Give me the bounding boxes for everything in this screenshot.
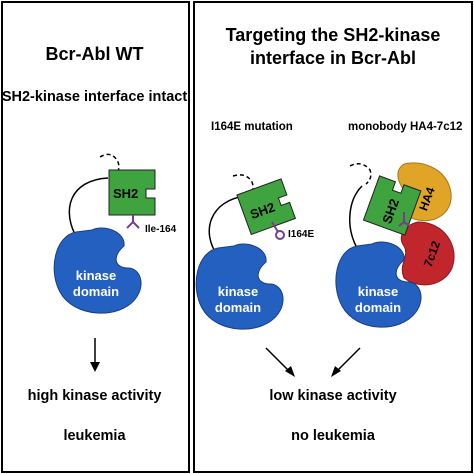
arrow-from-monobody (335, 347, 361, 373)
kinase-label-mut-2: domain (215, 300, 261, 315)
kinase-label-mono-2: domain (355, 300, 401, 315)
linker-line-mut (208, 195, 247, 257)
left-outcome: high kinase activity (27, 388, 162, 404)
ile164-label: Ile-164 (145, 224, 177, 235)
i164e-label: I164E (288, 229, 314, 240)
right-title: Targeting the SH2-kinase interface in Bc… (225, 25, 441, 68)
i164e-sidechain-mono (398, 212, 411, 227)
sh2-label: SH2 (113, 186, 138, 201)
kinase-label-mono-1: kinase (358, 284, 398, 299)
kinase-label-2: domain (73, 284, 119, 299)
kinase-domain-mono (335, 241, 422, 328)
sh2-domain (108, 169, 156, 216)
arrow-from-monobody-head (331, 366, 341, 377)
i164e-residue (275, 230, 285, 240)
dashed-linker-mono (349, 163, 372, 185)
monobody-heading: monobody HA4-7c12 (348, 121, 463, 133)
down-arrow-head (90, 362, 100, 372)
kinase-domain (53, 227, 142, 314)
linker-line-mono (349, 185, 363, 247)
kinase-label-mut-1: kinase (218, 284, 258, 299)
kinase-domain-mut (195, 243, 284, 330)
i164e-sidechain (271, 221, 279, 233)
left-disease: leukemia (63, 428, 126, 444)
right-outcome: low kinase activity (269, 388, 397, 404)
kinase-label-1: kinase (76, 268, 116, 283)
sh2-domain-mut: SH2 (236, 178, 297, 236)
left-title: Bcr-Abl WT (45, 44, 144, 64)
arrow-from-mutation (265, 347, 291, 373)
right-disease: no leukemia (291, 428, 375, 444)
ile164-sidechain (126, 215, 140, 229)
c12-monobody (400, 221, 455, 286)
mutation-heading: I164E mutation (211, 121, 293, 133)
linker-line (68, 177, 109, 241)
left-subtitle: SH2-kinase interface intact (1, 89, 188, 105)
arrow-from-mutation-head (285, 366, 295, 377)
sh2-domain-mono: SH2 (362, 175, 422, 236)
dashed-linker-n (99, 153, 120, 177)
